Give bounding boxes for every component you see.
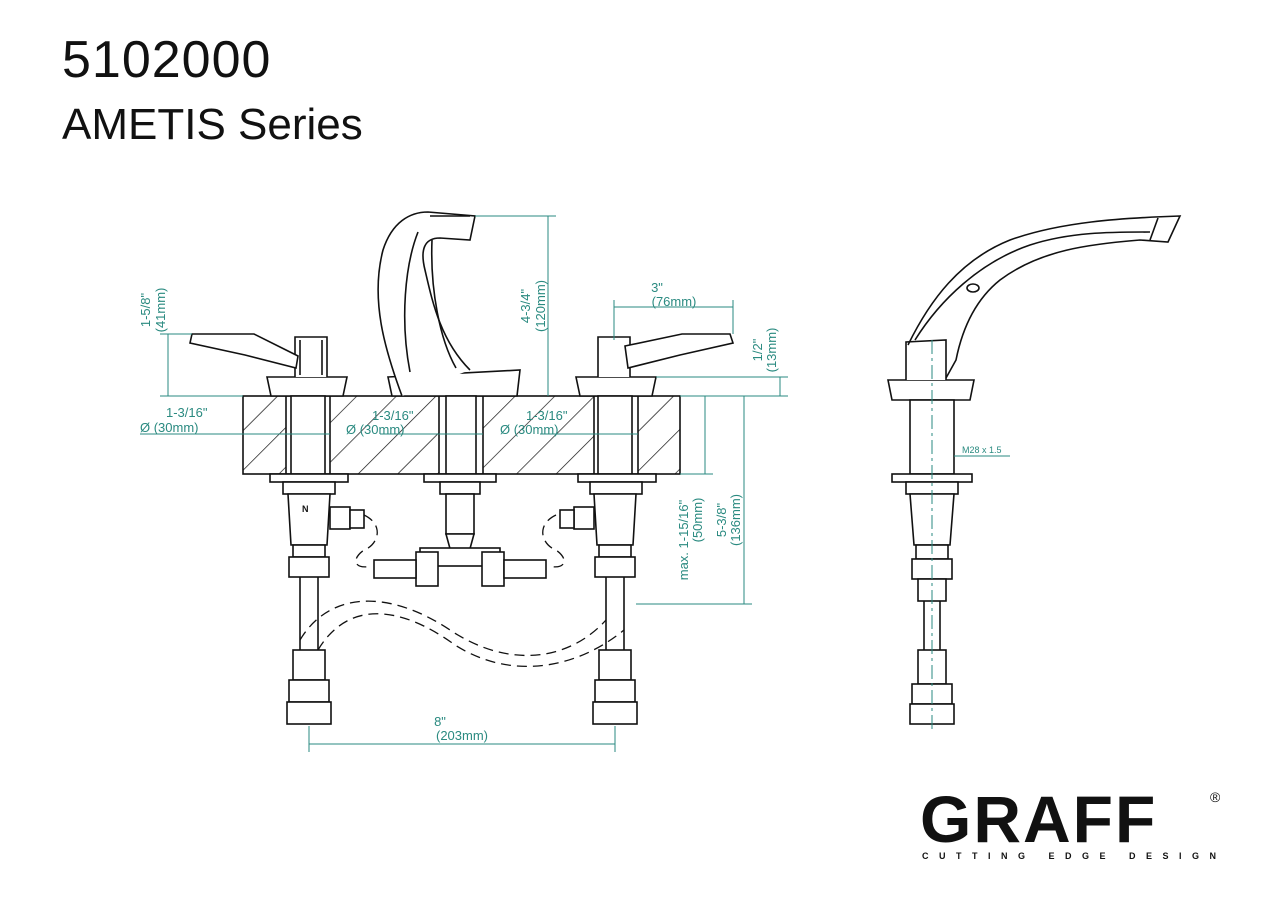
dim-hole-right: 1-3/16" [526,408,568,423]
dim-below-deck: 5-3/8" [714,502,729,537]
side-view [887,215,1182,725]
dim-handle-offset-mm: (76mm) [652,294,697,309]
dim-hole-left: 1-3/16" [166,405,208,420]
dim-hole-center-mm: Ø (30mm) [346,422,405,437]
dim-spread: 8" [434,714,446,729]
dim-handle-base-mm: (13mm) [764,328,779,373]
model-number: 5102000 [62,31,272,89]
spout [373,211,547,587]
dim-spread-mm: (203mm) [436,728,488,743]
dim-hole-right-mm: Ø (30mm) [500,422,559,437]
right-handle [559,333,735,725]
dim-spout-height-mm: (120mm) [533,280,548,332]
dim-below-deck-mm: (136mm) [728,494,743,546]
dimension-lines [140,215,788,752]
dim-hole-center: 1-3/16" [372,408,414,423]
registered-mark: ® [1210,789,1220,805]
graff-logo: GRAFF ® CUTTING EDGE DESIGN [920,780,1221,870]
thread-spec: M28 x 1.5 [962,445,1002,455]
left-handle [189,333,365,725]
brand-tagline: CUTTING EDGE DESIGN [922,851,1220,861]
dim-handle-offset: 3" [651,280,663,295]
brand-name: GRAFF [920,782,1157,856]
flex-hoses [299,514,625,668]
dim-handle-height: 1-5/8" [138,292,153,327]
dim-hole-left-mm: Ø (30mm) [140,420,199,435]
dim-deck-max: max. 1-15/16" [676,499,691,580]
dim-handle-base: 1/2" [750,338,765,361]
dim-deck-max-mm: (50mm) [690,498,705,543]
front-view [189,211,735,725]
dim-spout-height: 4-3/4" [518,288,533,323]
series-name: AMETIS Series [62,100,363,149]
valve-marker: N [302,504,309,514]
dim-handle-height-mm: (41mm) [153,288,168,333]
